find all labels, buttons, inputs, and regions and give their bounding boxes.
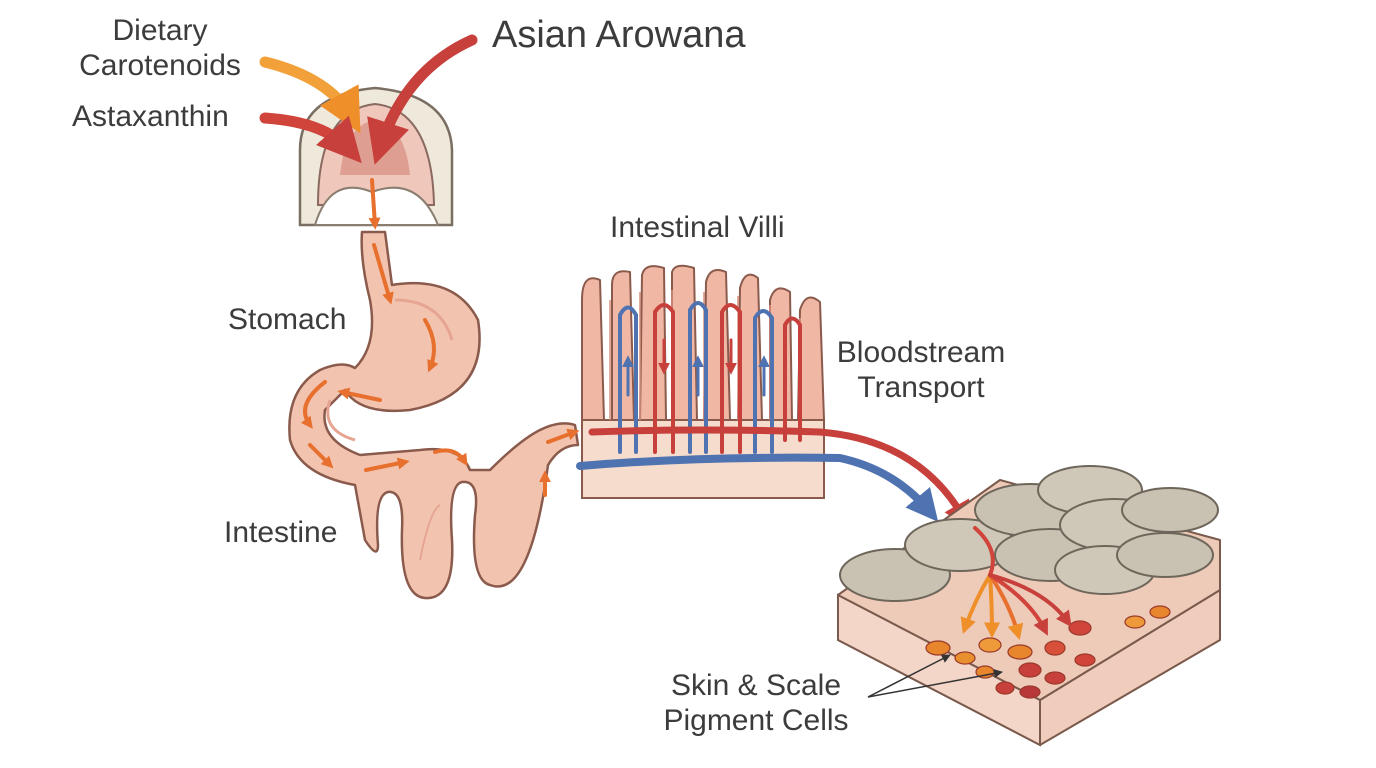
dietary-carotenoids-label: Dietary Carotenoids	[70, 14, 250, 83]
artery	[588, 426, 971, 530]
bloodstream-line2: Transport	[857, 370, 985, 404]
dietary-carotenoids-line2: Carotenoids	[79, 48, 241, 82]
astaxanthin-arrow	[259, 112, 362, 164]
stomach-label: Stomach	[228, 303, 347, 336]
dietary-carotenoids-arrow	[259, 56, 361, 134]
pigment-delivery-arrows	[960, 526, 1072, 641]
pigment-line1: Skin & Scale	[670, 669, 842, 702]
dietary-carotenoids-line1: Dietary	[112, 14, 208, 47]
bloodstream-line1: Bloodstream	[836, 336, 1006, 369]
pigment-line2: Pigment Cells	[663, 703, 849, 737]
bloodstream-transport-label: Bloodstream Transport	[826, 336, 1016, 405]
mouth-illustration	[298, 86, 454, 227]
input-arrows	[259, 34, 478, 165]
intestinal-villi-label: Intestinal Villi	[610, 211, 785, 244]
pigment-cells-label: Skin & Scale Pigment Cells	[650, 669, 862, 738]
villi-capillaries	[618, 301, 802, 454]
main-vessels	[576, 426, 971, 530]
gut-flow-arrows	[300, 178, 580, 497]
pigment-label-pointers	[867, 654, 1003, 698]
arowana-arrow	[367, 34, 478, 165]
vein	[576, 453, 939, 522]
intestine-label: Intestine	[224, 516, 338, 549]
diagram-title: Asian Arowana	[492, 14, 746, 56]
digestive-tract	[288, 230, 580, 600]
astaxanthin-label: Astaxanthin	[72, 100, 229, 133]
